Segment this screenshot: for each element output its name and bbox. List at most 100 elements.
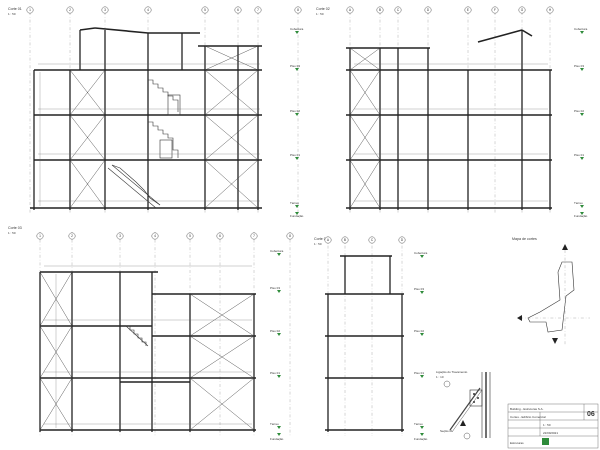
level-label: Térreo	[270, 422, 279, 426]
view-title: Corte 01	[8, 7, 22, 11]
svg-text:3: 3	[104, 8, 106, 12]
level-markers: Cobertura Piso 03 Piso 02 Piso 01 Térreo…	[290, 27, 304, 218]
level-label: Piso 01	[414, 371, 424, 375]
columns	[327, 256, 403, 432]
dimension-lines	[38, 63, 260, 206]
columns	[33, 30, 259, 210]
svg-text:C: C	[397, 8, 400, 12]
floor-beams	[40, 271, 256, 431]
level-label: Piso 03	[270, 286, 280, 290]
level-label: Cobertura	[290, 27, 304, 31]
svg-text:B: B	[379, 8, 381, 12]
svg-text:2: 2	[71, 234, 73, 238]
section-arrow-icon	[460, 420, 466, 426]
svg-text:A: A	[349, 8, 352, 12]
level-label: Piso 02	[574, 109, 584, 113]
view-title: Corte 03	[8, 226, 22, 230]
grid-bubbles: A B C D E F G H	[346, 6, 554, 14]
section-arrow-icon	[517, 315, 522, 321]
x-bracing	[349, 47, 381, 209]
svg-text:1: 1	[39, 234, 41, 238]
svg-text:E: E	[467, 8, 469, 12]
svg-text:A: A	[327, 238, 330, 242]
section-view-4: Corte 04 1 : 50 A B C D Cobe	[314, 236, 428, 441]
svg-text:8: 8	[289, 234, 291, 238]
level-label: Piso 02	[270, 329, 280, 333]
level-label: Fundação	[414, 437, 428, 441]
drawing-scale: 1 : 50	[543, 423, 551, 427]
sheet-number: 06	[587, 411, 595, 418]
view-title: Corte 04	[314, 237, 328, 241]
level-label: Térreo	[290, 201, 299, 205]
section-arrow-icon	[552, 338, 558, 344]
svg-text:C: C	[371, 238, 374, 242]
svg-text:6: 6	[219, 234, 221, 238]
section-view-2: Corte 02 1 : 50 A B C D E F G H	[316, 6, 588, 218]
company-name: Estruturas	[510, 441, 524, 445]
level-label: Piso 01	[574, 153, 584, 157]
level-markers: Cobertura Piso 03 Piso 02 Piso 01 Térreo…	[414, 251, 428, 441]
stairs	[107, 79, 181, 209]
level-label: Piso 01	[270, 371, 280, 375]
svg-text:D: D	[401, 238, 404, 242]
svg-text:H: H	[549, 8, 552, 12]
level-label: Piso 03	[574, 64, 584, 68]
svg-text:4: 4	[154, 234, 156, 238]
level-label: Piso 02	[414, 329, 424, 333]
columns	[39, 272, 255, 432]
level-label: Fundação	[290, 214, 304, 218]
section-arrow-icon	[562, 244, 568, 250]
gusset-plate	[469, 389, 483, 407]
title-block: Building - Estruturas S.A. 06 Cortes - E…	[507, 403, 599, 449]
svg-text:5: 5	[204, 8, 206, 12]
detail-callout-icon	[463, 432, 471, 440]
detail-title: Ligação do Travamento	[436, 370, 468, 374]
view-scale: 1 : 50	[314, 242, 322, 246]
dimension-lines	[44, 265, 252, 428]
level-markers: Cobertura Piso 03 Piso 02 Piso 01 Térreo…	[270, 249, 284, 441]
svg-text:F: F	[494, 8, 496, 12]
x-bracing	[69, 45, 259, 209]
key-plan: Mapa de cortes	[512, 237, 590, 345]
level-label: Fundação	[574, 214, 588, 218]
level-label: Piso 02	[290, 109, 300, 113]
grid-bubbles: A B C D	[324, 236, 406, 244]
section-marker: Seção 01	[440, 429, 453, 433]
drawing-title: Cortes - Edifício Comercial	[510, 415, 546, 419]
level-label: Piso 01	[290, 153, 300, 157]
level-label: Cobertura	[414, 251, 428, 255]
key-plan-outline	[527, 261, 575, 333]
level-label: Térreo	[574, 201, 583, 205]
project-name: Building - Estruturas S.A.	[510, 407, 544, 411]
detail-callout-icon	[443, 380, 451, 388]
brace-connection-detail: Ligação do Travamento 1 : 10 Seção 01	[436, 370, 491, 440]
level-markers: Cobertura Piso 03 Piso 02 Piso 01 Térreo…	[574, 27, 588, 218]
dimension-lines	[354, 63, 548, 202]
grid-bubbles: 1 2 3 4 5 6 7 8	[26, 6, 302, 14]
svg-text:6: 6	[237, 8, 239, 12]
svg-text:3: 3	[119, 234, 121, 238]
svg-text:8: 8	[297, 8, 299, 12]
drawing-date: 22/09/2021	[543, 431, 558, 435]
level-label: Piso 03	[290, 64, 300, 68]
company-logo-icon	[542, 438, 549, 445]
svg-text:G: G	[521, 8, 524, 12]
detail-scale: 1 : 10	[436, 375, 444, 379]
svg-text:1: 1	[29, 8, 31, 12]
grid-bubbles: 1 2 3 4 5 6 7 8	[36, 232, 294, 240]
svg-text:D: D	[427, 8, 430, 12]
columns	[349, 30, 551, 210]
floor-beams	[325, 255, 404, 431]
level-label: Cobertura	[574, 27, 588, 31]
level-label: Térreo	[414, 422, 423, 426]
svg-text:5: 5	[189, 234, 191, 238]
section-view-3: Corte 03 1 : 50 1 2 3 4 5 6 7 8	[8, 226, 294, 441]
view-scale: 1 : 50	[8, 231, 16, 235]
section-view-1: Corte 01 1 : 50 1 2 3 4 5 6 7 8	[8, 6, 304, 218]
view-scale: 1 : 50	[8, 12, 16, 16]
view-scale: 1 : 50	[316, 12, 324, 16]
level-label: Cobertura	[270, 249, 284, 253]
key-plan-title: Mapa de cortes	[512, 237, 537, 241]
